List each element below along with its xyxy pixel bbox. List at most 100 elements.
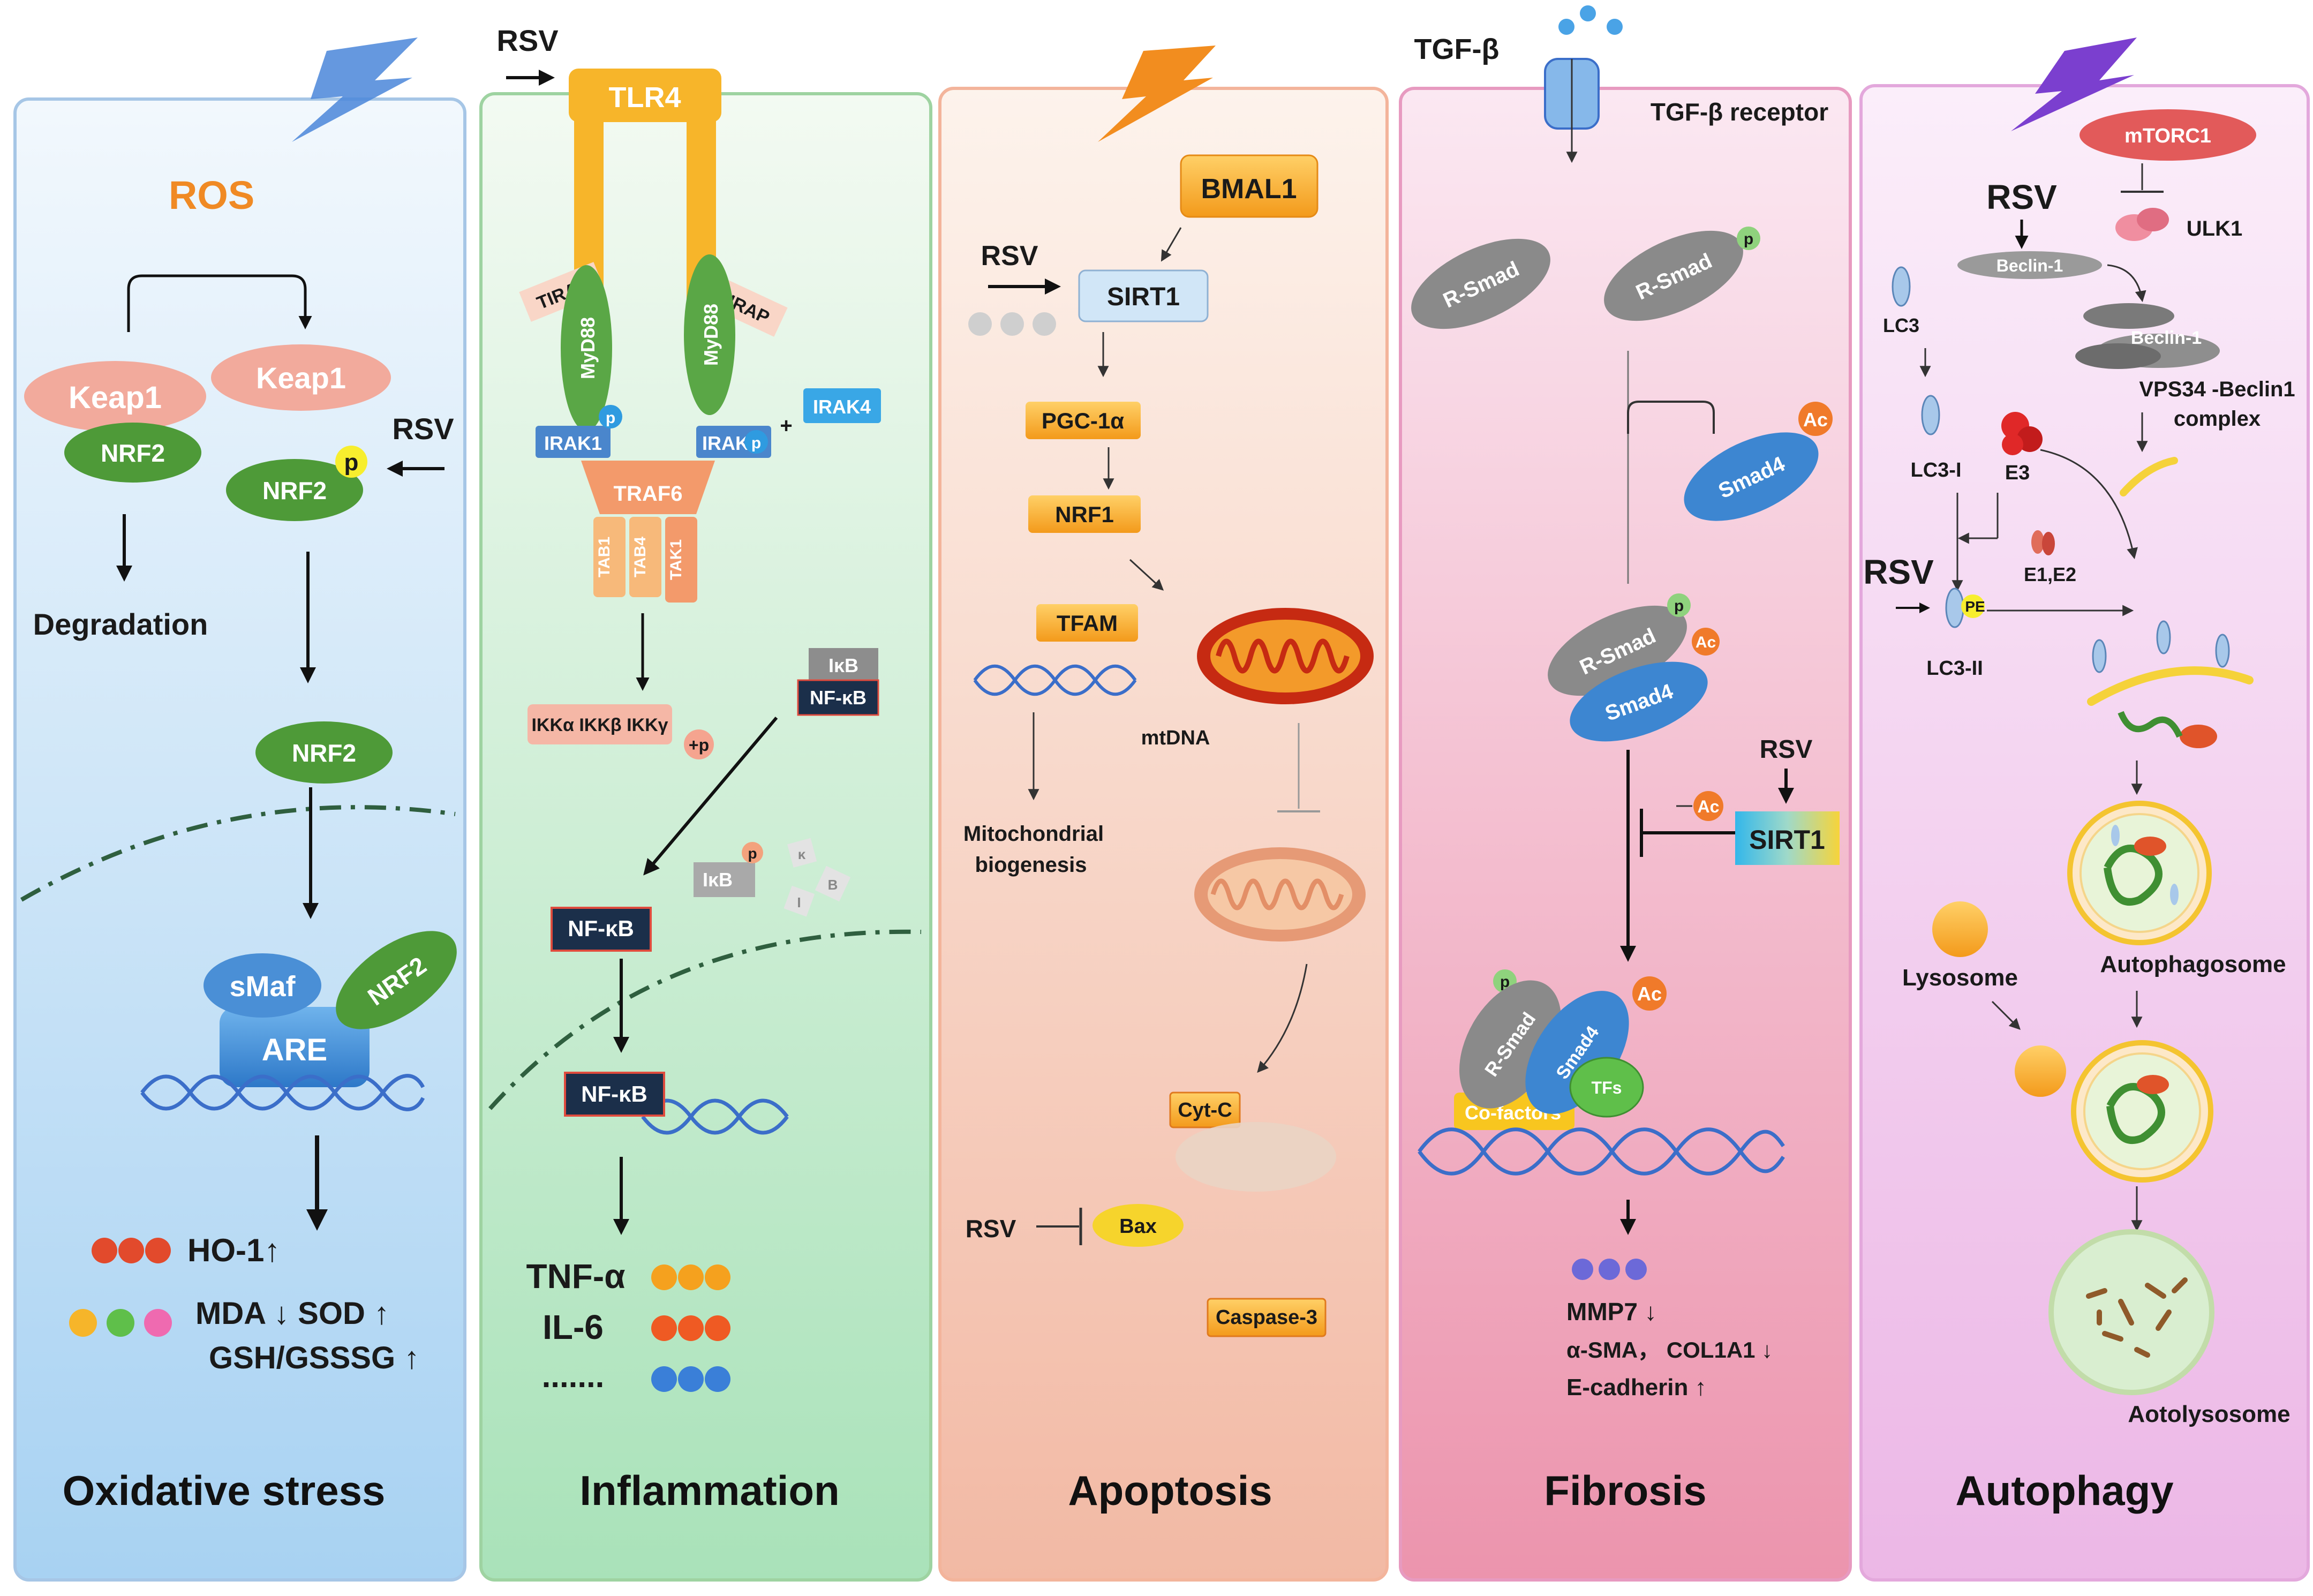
- svg-text:Ac: Ac: [1696, 634, 1716, 651]
- rsv-label-lc3: RSV: [1863, 553, 1934, 591]
- e1-e2-icon: [2031, 530, 2055, 555]
- ikb-phospho: [694, 862, 755, 897]
- lc3-ii-label: LC3-II: [1926, 657, 1983, 680]
- traf6: [581, 461, 715, 514]
- ecadherin-label: E-cadherin ↑: [1566, 1374, 1707, 1401]
- svg-text:NRF2: NRF2: [292, 739, 356, 767]
- svg-text:+p: +p: [689, 735, 709, 755]
- svg-text:TFs: TFs: [1592, 1078, 1622, 1097]
- mtorc1: [2080, 109, 2256, 161]
- svg-text:IκB: IκB: [703, 869, 733, 891]
- svg-text:TAB4: TAB4: [631, 537, 649, 577]
- mtdna-helix: [973, 664, 1137, 696]
- svg-text:p: p: [751, 434, 761, 452]
- svg-text:NF-κB: NF-κB: [581, 1081, 647, 1106]
- rsmad-phospho: [1604, 230, 1743, 321]
- svg-text:IRAK4: IRAK4: [813, 396, 871, 418]
- nuclear-membrane: [488, 929, 922, 1110]
- tab4: [629, 517, 661, 597]
- autophagosome-label: Autophagosome: [2100, 951, 2286, 977]
- svg-text:MyD88: MyD88: [700, 304, 722, 366]
- pgc1a: [1026, 402, 1141, 439]
- svg-text:PE: PE: [1965, 598, 1985, 615]
- svg-text:sMaf: sMaf: [229, 970, 296, 1003]
- nrf2-cytoplasm: [255, 721, 393, 784]
- nrf1: [1028, 495, 1141, 533]
- svg-text:NF-κB: NF-κB: [810, 687, 867, 709]
- svg-text:p: p: [1744, 230, 1753, 248]
- ho1-label: HO-1↑: [187, 1232, 280, 1268]
- svg-text:p: p: [1500, 973, 1510, 991]
- rsmad-complex: [1548, 605, 1687, 696]
- nrf2-nuclear: [336, 931, 457, 1029]
- svg-text:Ac: Ac: [1698, 797, 1720, 816]
- svg-text:Beclin-1: Beclin-1: [1996, 256, 2063, 275]
- tab1: [593, 517, 626, 597]
- svg-text:Ac: Ac: [1637, 983, 1662, 1005]
- mda-sod-label: MDA ↓ SOD ↑: [195, 1296, 389, 1331]
- ho1-icon: [92, 1238, 171, 1263]
- e3-label: E3: [2005, 462, 2030, 484]
- lc3-ii-icon: [1945, 588, 1964, 628]
- ikb-complex: [809, 648, 878, 680]
- svg-text:Keap1: Keap1: [69, 380, 162, 415]
- tak1: [665, 517, 697, 603]
- smad4-complex: [1570, 661, 1708, 742]
- sirt1-fibrosis: [1735, 811, 1840, 865]
- autophagosome-icon: [2067, 801, 2212, 945]
- tnf-label: TNF-α: [526, 1257, 625, 1296]
- myd88-left: [561, 265, 612, 431]
- phagophore: [2120, 457, 2178, 496]
- svg-text:κ: κ: [798, 846, 806, 862]
- svg-text:I: I: [797, 894, 801, 910]
- mtdna-label: mtDNA: [1141, 727, 1210, 749]
- lightning-icon: [1098, 46, 1216, 142]
- svg-text:NRF2: NRF2: [262, 477, 327, 505]
- panel-fibrosis: TGF-β TGF-β receptor R-Smad R-Smad p Sma…: [1399, 5, 1852, 1582]
- panel-apoptosis: BMAL1 RSV SIRT1 PGC-1α NRF1 TFAM mtDNA M…: [938, 46, 1389, 1582]
- tgfb-label: TGF-β: [1414, 33, 1500, 65]
- asma-label: α-SMA， COL1A1 ↓: [1566, 1337, 1773, 1362]
- svg-text:p: p: [1674, 597, 1684, 615]
- panel-oxidative-stress: ROS Keap1 NRF2 Keap1 NRF2 p RSV Degradat…: [13, 37, 466, 1582]
- are-block: [220, 1007, 370, 1087]
- fibrosis-marker-icons: [1572, 1259, 1647, 1280]
- svg-text:IκB: IκB: [828, 654, 858, 676]
- bmal1: [1180, 154, 1319, 218]
- myd88-right: [684, 254, 735, 415]
- vps34-beclin1-complex: [2075, 303, 2220, 369]
- gsh-label: GSH/GSSSG ↑: [209, 1341, 419, 1375]
- tgfb-ligand-icons: [1558, 5, 1623, 35]
- ulk1-label: ULK1: [2187, 217, 2242, 240]
- e1-e2-label: E1,E2: [2024, 563, 2076, 585]
- svg-text:Beclin-1: Beclin-1: [2131, 328, 2202, 348]
- ulk1-icon: [2115, 208, 2169, 241]
- rsv-label: RSV: [392, 412, 454, 446]
- mitochondrial-debris: [1176, 1122, 1336, 1192]
- svg-text:Ac: Ac: [1803, 409, 1828, 431]
- lysosome-label: Lysosome: [1902, 965, 2018, 991]
- svg-text:.......: .......: [542, 1358, 605, 1394]
- lysosome-icon: [1932, 901, 1988, 957]
- panel-title-oxidative: Oxidative stress: [63, 1467, 386, 1514]
- svg-text:TFAM: TFAM: [1057, 611, 1118, 636]
- svg-text:TLR4: TLR4: [609, 81, 681, 114]
- svg-text:+: +: [780, 414, 792, 438]
- tnf-icon: [651, 1264, 730, 1290]
- svg-text:mTORC1: mTORC1: [2124, 125, 2211, 147]
- panel-title-apoptosis: Apoptosis: [1068, 1467, 1272, 1514]
- svg-text:IRAK: IRAK: [702, 432, 749, 454]
- il6-label: IL-6: [543, 1308, 604, 1346]
- svg-text:SIRT1: SIRT1: [1107, 283, 1180, 311]
- keap1-free: [211, 344, 391, 411]
- svg-text:NF-κB: NF-κB: [568, 916, 634, 941]
- ikk-complex: [528, 704, 672, 744]
- smad4: [1684, 432, 1819, 521]
- beclin1: [1957, 251, 2102, 279]
- rsv-molecules: [968, 312, 1056, 336]
- caspase-3: [1207, 1298, 1327, 1337]
- mitochondrion-healthy: [1197, 608, 1374, 704]
- antioxidant-icons: [69, 1309, 172, 1337]
- lc3-icon: [1892, 266, 1911, 307]
